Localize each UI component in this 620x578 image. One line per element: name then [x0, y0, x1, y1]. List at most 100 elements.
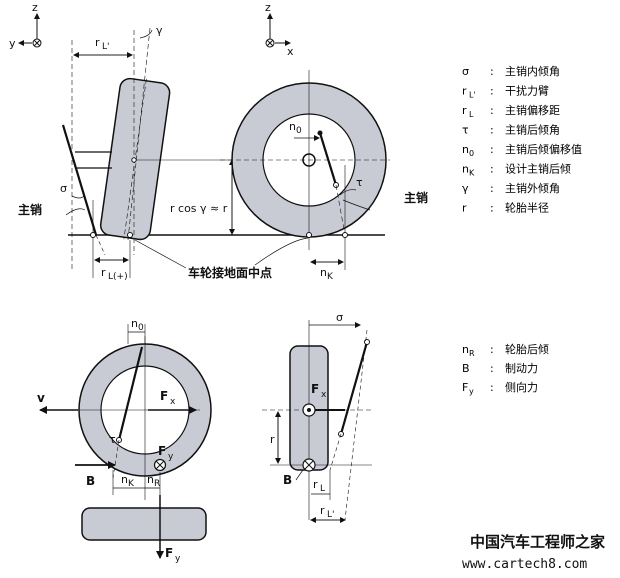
ground-contact-caption: 车轮接地面中点	[188, 265, 272, 280]
legend-separator: :	[490, 143, 494, 156]
fx-label-right: F	[311, 382, 319, 396]
watermark: 中国汽车工程师之家 www.cartech8.com	[462, 533, 605, 572]
legend-description: 干扰力臂	[505, 84, 549, 98]
legend-description: 主销外倾角	[505, 181, 560, 195]
legend-subscript: L	[469, 110, 474, 119]
legend-row: γ:主销外倾角	[462, 181, 560, 195]
n0-label-top: n	[289, 120, 296, 133]
velocity-label: v	[37, 391, 45, 405]
n0-sub-top: 0	[296, 126, 302, 136]
r-label-bottom: r	[270, 433, 275, 446]
dim-rL-plus-label: r	[101, 266, 106, 279]
braking-front-view: σ F x r B r L r L'	[262, 311, 372, 523]
front-view-group: z y r L' γ σ 主销	[9, 1, 385, 282]
fx-sub-right: x	[321, 390, 327, 400]
kingpin-side	[318, 132, 338, 186]
nR-sub-bottom: R	[154, 479, 160, 489]
legend-symbol: n	[462, 343, 469, 356]
legend-symbol: r	[462, 104, 467, 117]
kingpin-line	[61, 124, 98, 236]
rL-label-bottom: r	[313, 478, 318, 491]
tau-label-top: τ	[356, 176, 363, 189]
legend-symbol: B	[462, 362, 470, 375]
legend-separator: :	[490, 124, 494, 137]
legend-description: 主销内倾角	[505, 64, 560, 78]
legend-symbol: γ	[462, 182, 469, 195]
legend-description: 主销偏移距	[505, 103, 560, 117]
kingpin-front-bottom	[339, 341, 369, 435]
n0-sub-bottom: 0	[138, 323, 144, 333]
legend-subscript: 0	[469, 149, 474, 158]
braking-side-view: n 0 v F x τ F y B n K n R F y	[37, 317, 212, 564]
legend-description: 主销后倾角	[505, 123, 560, 137]
legend-row: τ: 主销后倾角	[462, 123, 560, 137]
brake-force-label-right: B	[283, 473, 292, 487]
fy-label-top: F	[158, 444, 166, 458]
side-view-group: z x n 0 τ 主销 n K 车轮接地面中点	[134, 1, 428, 282]
legend-separator: :	[490, 362, 494, 375]
nK-sub-top: K	[327, 272, 334, 282]
legend-symbol: τ	[462, 124, 469, 137]
legend-description: 制动力	[505, 362, 538, 375]
nR-label-bottom: n	[147, 473, 154, 486]
kingpin-label-right: 主销	[404, 190, 428, 205]
legend-separator: :	[490, 381, 494, 394]
axis-x-label: x	[287, 45, 294, 58]
legend-description: 侧向力	[505, 380, 538, 394]
legend-symbol: F	[462, 381, 468, 394]
gamma-angle-label: γ	[156, 24, 163, 37]
nK-label-top: n	[320, 266, 327, 279]
sigma-label-bottom: σ	[336, 311, 343, 324]
tire-plan-view	[81, 507, 207, 541]
legend-separator: :	[490, 343, 494, 356]
brake-force-label: B	[86, 474, 95, 488]
rL-prime-label-bottom: r	[320, 504, 325, 517]
watermark-url: www.cartech8.com	[462, 557, 587, 572]
tau-label-bottom: τ	[109, 433, 116, 446]
dim-rL-plus-sub: L(+)	[108, 272, 128, 282]
nK-label-bottom: n	[121, 473, 128, 486]
axis-z-label: z	[32, 1, 38, 14]
watermark-title: 中国汽车工程师之家	[470, 533, 605, 551]
fy-sub-top: y	[168, 452, 174, 462]
axis-z-label-right: z	[265, 1, 271, 14]
legend-separator: :	[490, 202, 494, 215]
legend-subscript: K	[469, 169, 475, 178]
legend-symbol: r	[462, 202, 467, 215]
rL-sub-bottom: L	[320, 484, 325, 494]
legend-description: 轮胎半径	[505, 201, 549, 215]
legend-description: 轮胎后倾	[505, 342, 549, 356]
fx-label: F	[160, 389, 168, 403]
legend-subscript: y	[469, 387, 474, 396]
axis-y-label: y	[9, 37, 16, 50]
axis-indicator-yz: z y	[9, 1, 42, 50]
legend-separator: :	[490, 163, 494, 176]
legend-row: σ:主销内倾角	[462, 64, 560, 78]
axis-indicator-xz: z x	[265, 1, 294, 58]
nK-sub-bottom: K	[128, 479, 135, 489]
n0-label-bottom: n	[131, 317, 138, 330]
kingpin-brake	[117, 346, 144, 441]
fy-sub-bottom: y	[175, 554, 181, 564]
legend-symbol: n	[462, 143, 469, 156]
legend-symbol: r	[462, 85, 467, 98]
sigma-angle-label: σ	[60, 182, 67, 195]
legend-symbol: n	[462, 163, 469, 176]
legend-subscript: L'	[469, 91, 476, 100]
legend-row: r: 轮胎半径	[462, 201, 549, 215]
fx-sub: x	[170, 397, 176, 407]
legend-separator: :	[490, 104, 494, 117]
kingpin-label-left: 主销	[18, 202, 42, 217]
dim-rL-prime-sub: L'	[102, 42, 110, 52]
legend-description: 主销后倾偏移值	[505, 142, 582, 156]
radius-expression: r cos γ ≈ r	[170, 202, 228, 215]
rL-prime-sub-bottom: L'	[327, 510, 335, 520]
